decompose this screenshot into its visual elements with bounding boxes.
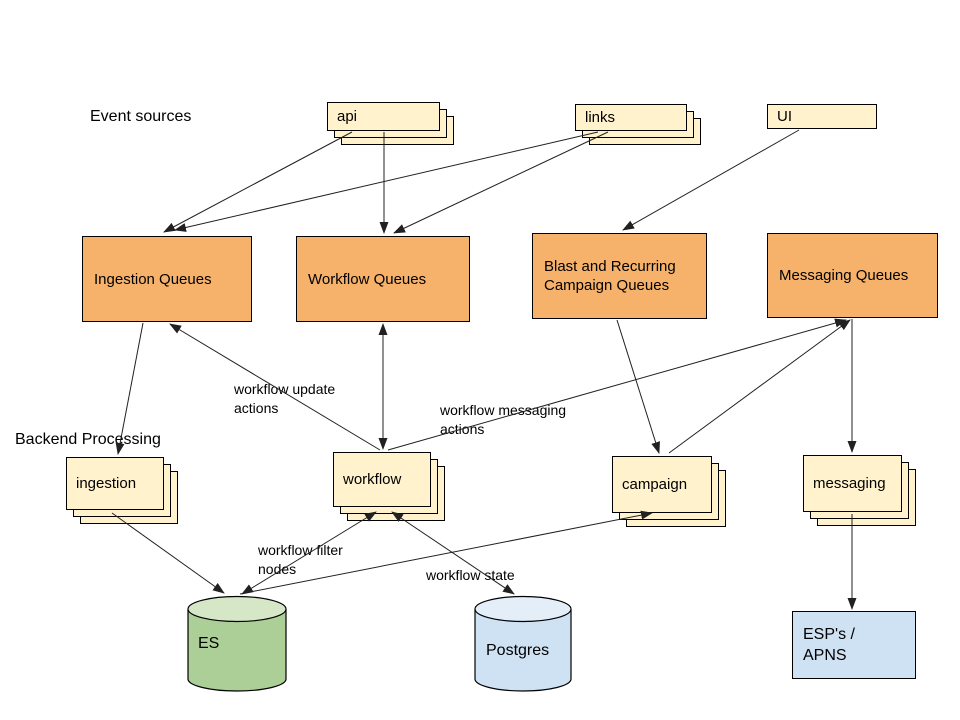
node-ingestion[interactable]: ingestion bbox=[66, 457, 178, 524]
node-ingestion-label: ingestion bbox=[76, 475, 137, 492]
node-messaging-label: messaging bbox=[813, 475, 886, 492]
node-postgres-label: Postgres bbox=[486, 642, 550, 659]
arrow-ingestion-to-es bbox=[111, 512, 225, 594]
edge-label-workflow-messaging-actions: workflow messaging actions bbox=[440, 402, 567, 437]
node-ingestion-queues[interactable]: Ingestion Queues bbox=[82, 236, 252, 322]
arrow-links-to-ingestion-queues bbox=[174, 131, 599, 232]
node-blast-recurring-campaign-queues[interactable]: Blast and Recurring Campaign Queues bbox=[532, 233, 707, 319]
event-sources-section-label: Event sources bbox=[90, 108, 192, 125]
es-cylinder-shape[interactable] bbox=[187, 595, 287, 695]
node-workflow-label: workflow bbox=[343, 471, 402, 488]
node-messaging[interactable]: messaging bbox=[803, 455, 916, 526]
arrow-blast-queues-to-campaign bbox=[616, 319, 660, 454]
node-workflow-queues-label: Workflow Queues bbox=[308, 270, 427, 288]
node-workflow[interactable]: workflow bbox=[333, 452, 445, 521]
node-messaging-queues[interactable]: Messaging Queues bbox=[767, 233, 938, 318]
arrow-links-to-workflow-queues bbox=[393, 131, 609, 234]
arrow-campaign-to-messaging-queues bbox=[668, 319, 851, 454]
postgres-cylinder-shape[interactable] bbox=[474, 595, 572, 695]
edge-label-workflow-filter-nodes: workflow filter nodes bbox=[258, 542, 343, 577]
node-esp-apns[interactable]: ESP's / APNS bbox=[792, 611, 916, 679]
node-api[interactable]: api bbox=[327, 102, 454, 145]
node-messaging-queues-label: Messaging Queues bbox=[779, 267, 909, 284]
node-links[interactable]: links bbox=[575, 104, 701, 145]
node-ui[interactable]: UI bbox=[767, 104, 877, 129]
node-campaign[interactable]: campaign bbox=[612, 456, 726, 527]
node-api-label: api bbox=[337, 108, 358, 125]
node-blast-recurring-campaign-queues-label: Blast and Recurring Campaign Queues bbox=[544, 258, 676, 294]
backend-processing-section-label: Backend Processing bbox=[15, 431, 161, 448]
node-ingestion-queues-label: Ingestion Queues bbox=[94, 270, 212, 288]
arrow-ui-to-blast-queues bbox=[622, 129, 800, 231]
edge-label-workflow-state: workflow state bbox=[426, 567, 515, 583]
node-ui-label: UI bbox=[777, 107, 792, 125]
node-esp-apns-label: ESP's / APNS bbox=[803, 626, 855, 664]
edge-label-workflow-update-actions: workflow update actions bbox=[234, 381, 336, 416]
node-links-label: links bbox=[585, 109, 616, 126]
node-es-label: ES bbox=[198, 635, 220, 652]
node-campaign-label: campaign bbox=[622, 476, 688, 493]
node-workflow-queues[interactable]: Workflow Queues bbox=[296, 236, 470, 322]
arrow-api-to-ingestion-queues bbox=[163, 131, 353, 233]
